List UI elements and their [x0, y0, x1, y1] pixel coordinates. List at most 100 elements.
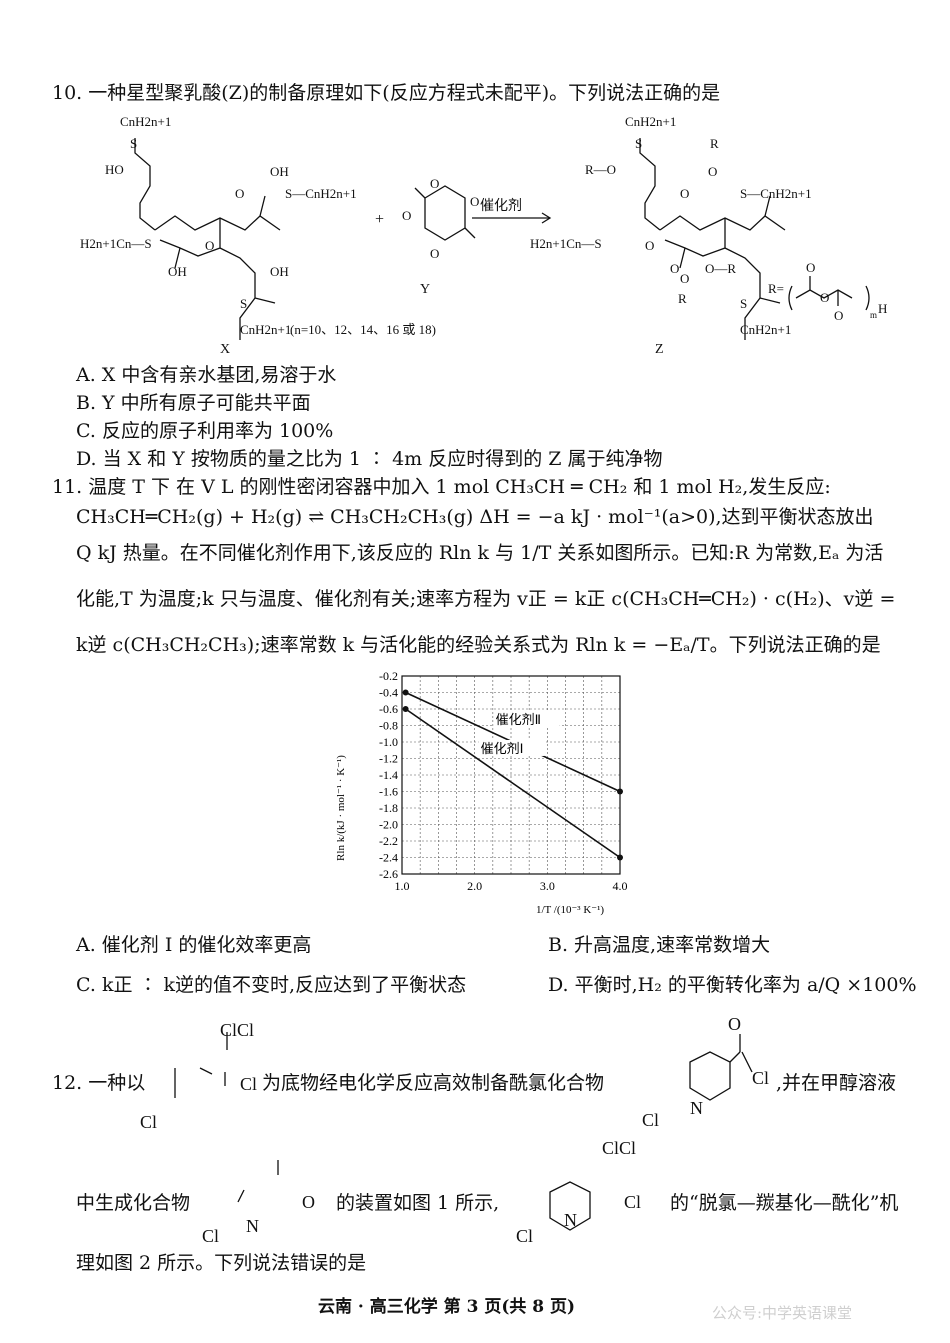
struct-label: O — [728, 1014, 741, 1034]
z-group: CnH2n+1 — [740, 322, 791, 337]
y-atom: O — [430, 176, 439, 191]
y-atom: O — [402, 208, 411, 223]
z-group: O—R — [705, 261, 736, 276]
r-atom: m — [870, 310, 877, 320]
x-tick-label: 4.0 — [613, 879, 628, 893]
q12-line-2-pre: 中生成化合物 — [76, 1192, 191, 1214]
x-group: CnH2n+1 — [120, 114, 171, 129]
z-group: S — [740, 296, 747, 311]
x-group: OH — [270, 264, 289, 279]
z-group: O — [645, 238, 654, 253]
z-group: S—CnH2n+1 — [740, 186, 812, 201]
x-group: HO — [105, 162, 124, 177]
label-y: Y — [420, 282, 430, 297]
x-group: OH — [270, 164, 289, 179]
series-label: 催化剂Ⅰ — [481, 741, 524, 756]
y-tick-label: -2.6 — [379, 867, 398, 881]
struct-label: Cl — [516, 1226, 533, 1246]
data-point — [402, 689, 409, 696]
label-x: X — [220, 342, 230, 357]
z-group: R — [678, 291, 687, 306]
x-tick-label: 3.0 — [540, 879, 555, 893]
q11-option-b: B. 升高温度,速率常数增大 — [548, 934, 771, 956]
z-group: O — [680, 271, 689, 286]
plot-frame — [401, 675, 621, 875]
q12-line-2-post: 的“脱氯—羰基化—酰化”机 — [670, 1192, 899, 1214]
q12-line-1-post: ,并在甲醇溶液 — [776, 1072, 897, 1094]
y-tick-label: -1.0 — [379, 735, 398, 749]
struct-label: Cl — [752, 1068, 769, 1088]
q12-structures: ClCl Cl Cl O Cl Cl N ClCl O Cl N Cl Cl N — [140, 1014, 769, 1246]
q10-reaction-scheme: CnH2n+1 S HO OH O S—CnH2n+1 H2n+1Cn—S OH… — [80, 114, 887, 357]
x-group: H2n+1Cn—S — [80, 236, 152, 251]
watermark: 公众号:中学英语课堂 — [712, 1304, 853, 1322]
page-footer: 云南 · 高三化学 第 3 页(共 8 页) — [318, 1297, 576, 1317]
x-tick-label: 1.0 — [395, 879, 410, 893]
arrow-label: 催化剂 — [480, 198, 522, 214]
y-tick-label: -0.4 — [379, 686, 398, 700]
struct-label: Cl — [202, 1226, 219, 1246]
x-group: O — [235, 186, 244, 201]
q12-line-1-pre: 12. 一种以 — [52, 1072, 146, 1094]
q10-option-d: D. 当 X 和 Y 按物质的量之比为 1 ∶ 4m 反应时得到的 Z 属于纯净… — [76, 448, 663, 470]
data-point — [617, 788, 623, 795]
q11-line-5: k逆 c(CH₃CH₂CH₃);速率常数 k 与活化能的经验关系式为 Rln k… — [76, 634, 881, 656]
x-group: S — [130, 136, 137, 151]
struct-label: N — [690, 1098, 703, 1118]
z-group: O — [708, 164, 717, 179]
y-tick-label: -0.8 — [379, 719, 398, 733]
q12-line-3: 理如图 2 所示。下列说法错误的是 — [76, 1252, 367, 1274]
q11-line-3: Q kJ 热量。在不同催化剂作用下,该反应的 Rln k 与 1/T 关系如图所… — [76, 542, 884, 564]
y-tick-label: -1.2 — [379, 752, 398, 766]
z-group: R — [710, 136, 719, 151]
q11-line-4: 化能,T 为温度;k 只与温度、催化剂有关;速率方程为 v正 = k正 c(CH… — [76, 588, 896, 610]
y-tick-label: -1.4 — [379, 768, 398, 782]
q11-option-a: A. 催化剂 Ⅰ 的催化效率更高 — [76, 934, 312, 956]
z-group: R—O — [585, 162, 616, 177]
y-tick-label: -0.6 — [379, 702, 398, 716]
series-label: 催化剂Ⅱ — [496, 712, 541, 727]
plus-sign: + — [375, 211, 384, 228]
q11-option-d: D. 平衡时,H₂ 的平衡转化率为 a/Q ×100% — [548, 974, 917, 996]
rlnk-chart: -0.2-0.4-0.6-0.8-1.0-1.2-1.4-1.6-1.8-2.0… — [335, 669, 628, 916]
y-tick-label: -2.4 — [379, 851, 398, 865]
struct-label: ClCl — [602, 1138, 636, 1158]
z-group: S — [635, 136, 642, 151]
data-point — [402, 706, 409, 712]
series-label-bg — [478, 739, 545, 756]
y-tick-label: -2.2 — [379, 834, 398, 848]
struct-label: Cl — [624, 1192, 641, 1212]
y-tick-label: -1.6 — [379, 785, 398, 799]
x-group: CnH2n+1 — [240, 322, 291, 337]
q11-line-2: CH₃CH═CH₂(g) + H₂(g) ⇌ CH₃CH₂CH₃(g) ΔH =… — [76, 506, 874, 528]
r-atom: O — [834, 308, 843, 323]
r-def: R= — [768, 281, 784, 296]
struct-label: N — [246, 1216, 259, 1236]
q10-option-b: B. Y 中所有原子可能共平面 — [76, 392, 311, 414]
y-atom: O — [470, 194, 479, 209]
struct-label: N — [564, 1210, 577, 1230]
y-tick-label: -0.2 — [379, 669, 398, 683]
x-group: O — [205, 238, 214, 253]
q11-option-c: C. k正 ∶ k逆的值不变时,反应达到了平衡状态 — [76, 974, 467, 996]
q10-option-a: A. X 中含有亲水基团,易溶于水 — [76, 364, 337, 386]
data-point — [617, 854, 623, 861]
y-tick-label: -2.0 — [379, 818, 398, 832]
x-group: OH — [168, 264, 187, 279]
struct-label: Cl — [240, 1074, 257, 1094]
q12-line-2-mid: 的装置如图 1 所示, — [336, 1192, 500, 1214]
r-atom: O — [820, 290, 829, 305]
y-axis-label: Rln k/(kJ · mol⁻¹ · K⁻¹) — [335, 755, 347, 861]
struct-label: Cl — [642, 1110, 659, 1130]
struct-label: Cl — [140, 1112, 157, 1132]
series-line — [405, 708, 621, 859]
struct-label: ClCl — [220, 1020, 254, 1040]
q10-stem: 10. 一种星型聚乳酸(Z)的制备原理如下(反应方程式未配平)。下列说法正确的是 — [52, 82, 721, 104]
z-group: CnH2n+1 — [625, 114, 676, 129]
struct-label: O — [302, 1192, 315, 1212]
q11-line-1: 11. 温度 T 下 在 V L 的刚性密闭容器中加入 1 mol CH₃CH … — [52, 476, 831, 498]
x-tick-label: 2.0 — [467, 879, 482, 893]
q10-option-c: C. 反应的原子利用率为 100% — [76, 420, 334, 442]
q12-line-1-mid: 为底物经电化学反应高效制备酰氯化合物 — [262, 1072, 605, 1094]
z-group: O — [670, 261, 679, 276]
